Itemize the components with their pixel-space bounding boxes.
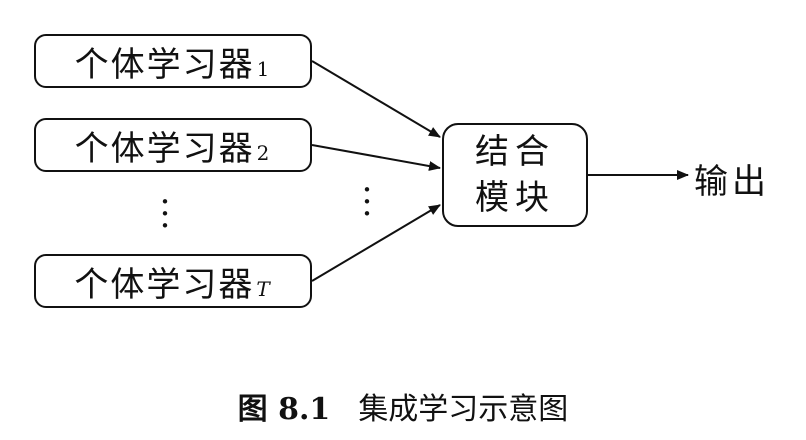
learner-label-2: 个体学习器 bbox=[74, 128, 255, 169]
figure-number: 图 8.1 bbox=[237, 392, 331, 427]
figure-caption: 图 8.1 集成学习示意图 bbox=[0, 384, 806, 428]
arrow-learner-1-to-combiner bbox=[311, 60, 441, 138]
learner-label-1: 个体学习器 bbox=[74, 44, 255, 85]
arrow-learner-t-to-combiner bbox=[311, 204, 441, 282]
arrow-ellipsis: ··· bbox=[361, 170, 373, 234]
learner-subscript-t: T bbox=[256, 277, 272, 301]
figure-title: 集成学习示意图 bbox=[358, 392, 569, 427]
learner-subscript-1: 1 bbox=[256, 57, 272, 81]
output-label: 输出 bbox=[694, 162, 770, 202]
combiner-module-box: 结合 模块 bbox=[442, 123, 588, 227]
learner-ellipsis: ··· bbox=[159, 182, 171, 246]
learner-label-t: 个体学习器 bbox=[74, 264, 255, 305]
learner-subscript-2: 2 bbox=[256, 141, 272, 165]
arrow-learner-2-to-combiner bbox=[311, 144, 441, 171]
combiner-label-line2: 模块 bbox=[475, 178, 555, 218]
combiner-label-line1: 结合 bbox=[475, 132, 555, 172]
